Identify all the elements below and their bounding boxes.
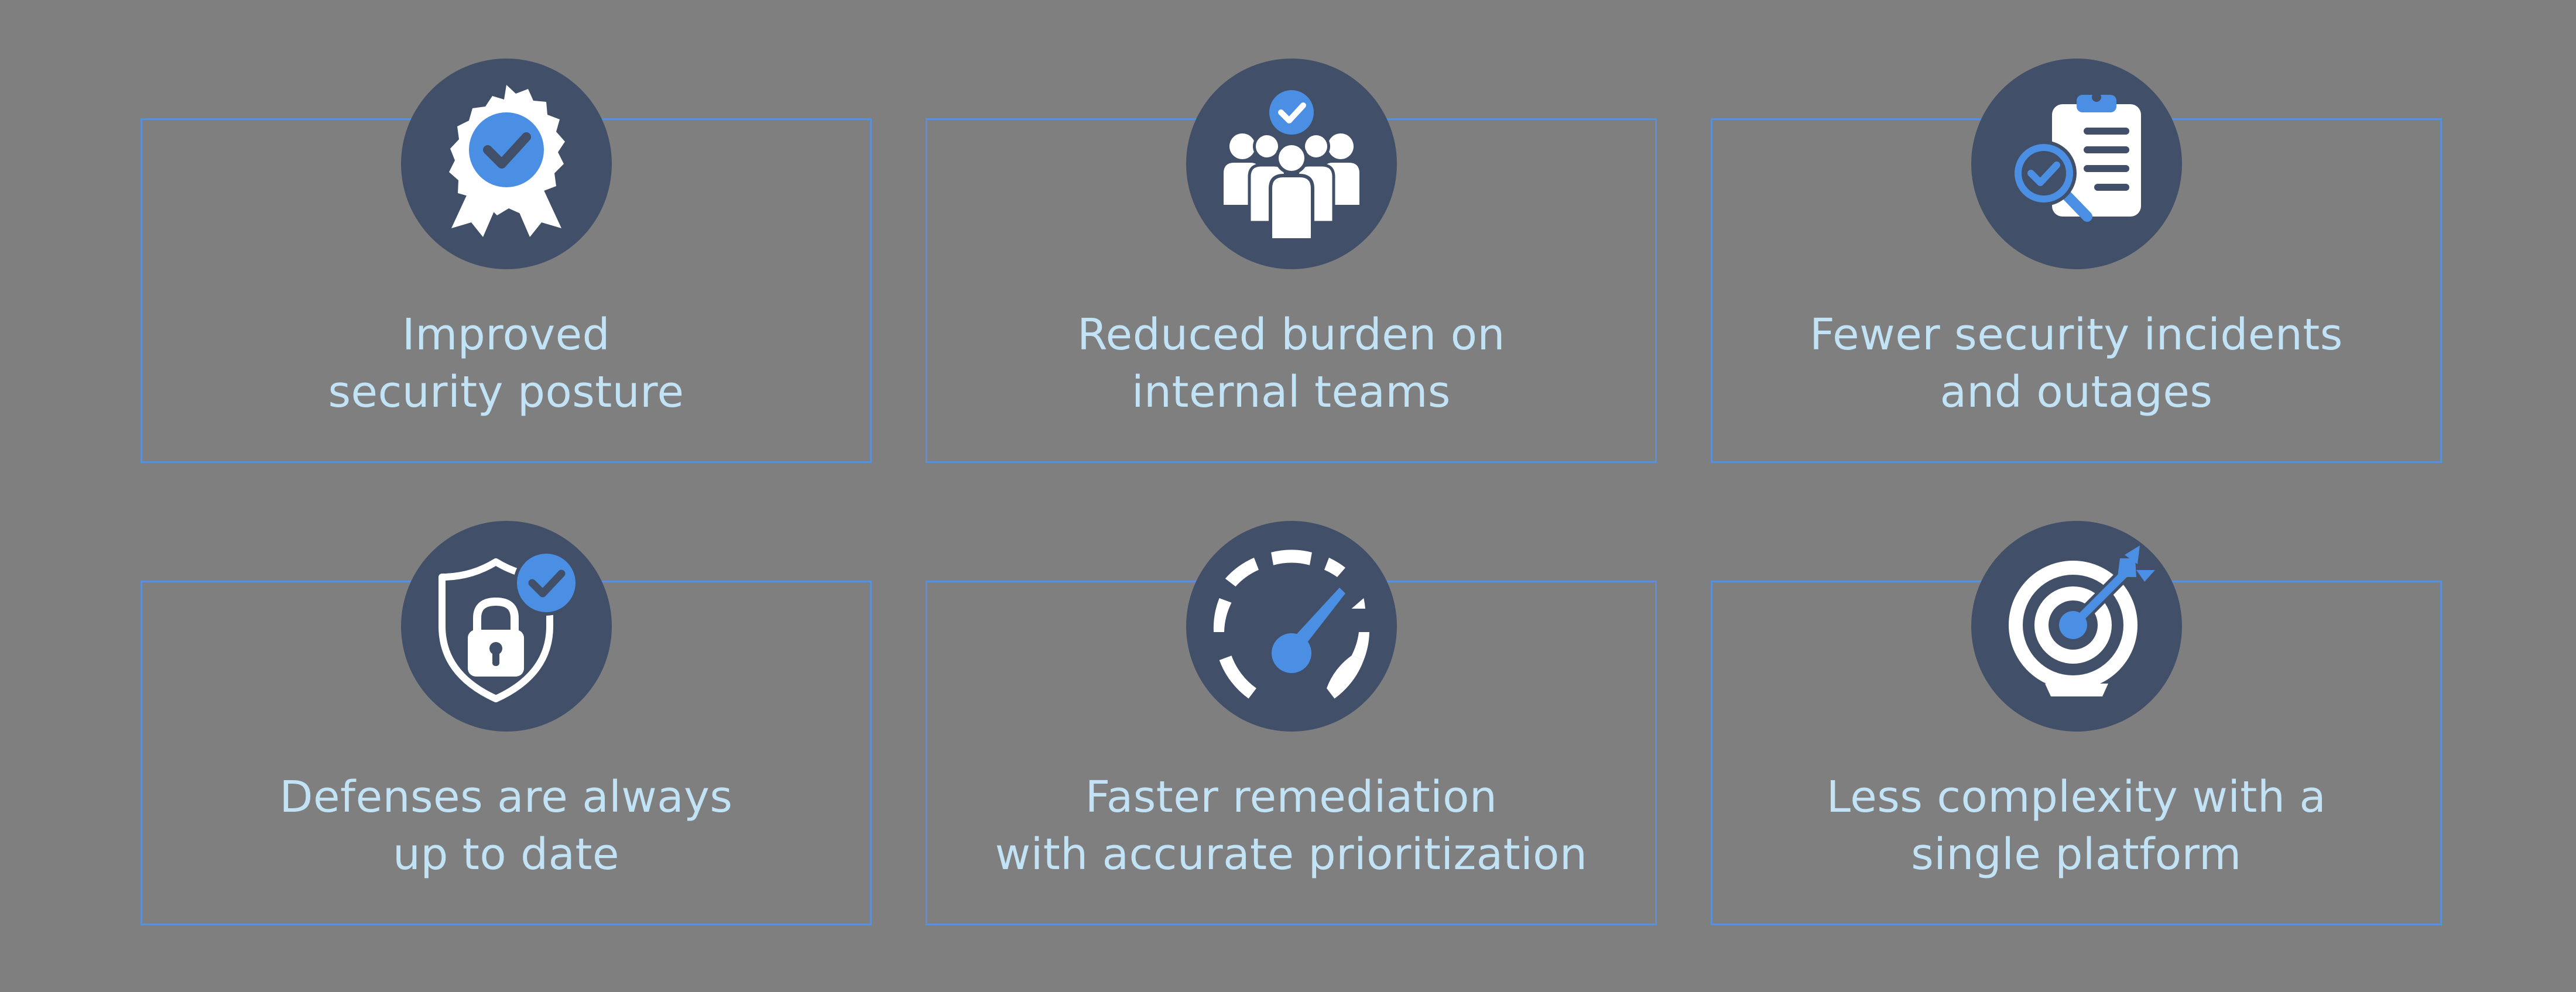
speedometer-gauge-icon	[1186, 521, 1397, 732]
benefit-label-line1: Less complexity with a	[1826, 772, 2327, 822]
target-arrow-icon	[1971, 521, 2182, 732]
award-ribbon-checkmark-icon	[401, 59, 612, 269]
benefit-label-faster-remediation: Faster remediation with accurate priorit…	[926, 768, 1657, 883]
benefit-label-line1: Improved	[402, 310, 611, 360]
benefit-label-line2: security posture	[328, 367, 684, 417]
benefit-label-line2: single platform	[1911, 829, 2242, 880]
benefit-label-improved-security-posture: Improved security posture	[141, 306, 872, 421]
clipboard-magnifier-checkmark-icon	[1971, 59, 2182, 269]
benefit-label-line1: Fewer security incidents	[1810, 310, 2343, 360]
shield-lock-checkmark-icon	[401, 521, 612, 732]
team-people-checkmark-icon	[1186, 59, 1397, 269]
benefit-label-line2: with accurate prioritization	[995, 829, 1588, 880]
benefit-label-line2: internal teams	[1132, 367, 1451, 417]
benefit-label-less-complexity: Less complexity with a single platform	[1711, 768, 2442, 883]
benefit-label-line2: up to date	[392, 829, 620, 880]
benefit-label-line2: and outages	[1940, 367, 2213, 417]
benefit-label-line1: Defenses are always	[279, 772, 733, 822]
benefit-label-fewer-incidents: Fewer security incidents and outages	[1711, 306, 2442, 421]
benefit-label-reduced-burden: Reduced burden on internal teams	[926, 306, 1657, 421]
benefit-label-defenses-up-to-date: Defenses are always up to date	[141, 768, 872, 883]
benefit-label-line1: Reduced burden on	[1077, 310, 1505, 360]
benefit-label-line1: Faster remediation	[1085, 772, 1498, 822]
